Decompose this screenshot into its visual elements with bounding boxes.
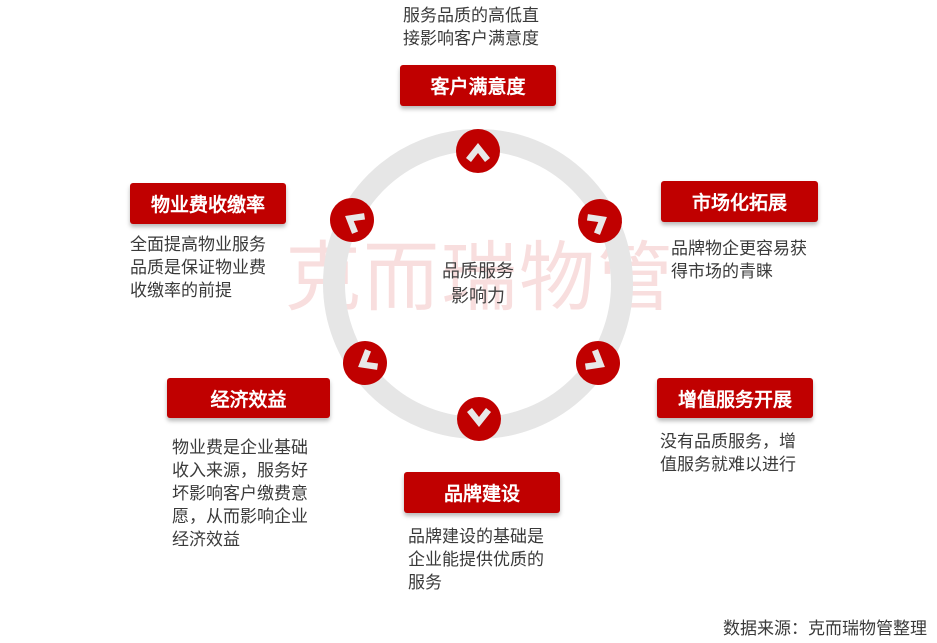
chevron-upper-left-icon — [330, 198, 374, 242]
desc-market-expansion: 品牌物企更容易获 得市场的青睐 — [671, 238, 831, 284]
chevron-lower-right-icon — [576, 341, 620, 385]
center-title: 品质服务 影响力 — [418, 259, 538, 309]
desc-line: 全面提高物业服务 — [130, 235, 266, 255]
label-economic-benefit: 经济效益 — [167, 378, 330, 418]
desc-line: 品质是保证物业费 — [130, 258, 266, 278]
desc-line: 得市场的青睐 — [671, 262, 773, 282]
desc-line: 没有品质服务，增 — [660, 432, 796, 452]
chevron-upper-right-icon — [578, 199, 622, 243]
desc-line: 值服务就难以进行 — [660, 455, 796, 475]
desc-line: 收入来源，服务好 — [172, 461, 308, 481]
data-source-note: 数据来源：克而瑞物管整理 — [723, 619, 927, 639]
label-value-added-services: 增值服务开展 — [657, 378, 813, 418]
label-brand-building: 品牌建设 — [404, 472, 560, 513]
center-title-line1: 品质服务 — [442, 261, 514, 282]
label-customer-satisfaction: 客户满意度 — [400, 65, 556, 106]
desc-line: 愿，从而影响企业 — [172, 507, 308, 527]
desc-value-added-services: 没有品质服务，增 值服务就难以进行 — [660, 431, 820, 477]
desc-economic-benefit: 物业费是企业基础 收入来源，服务好 坏影响客户缴费意 愿，从而影响企业 经济效益 — [172, 437, 332, 552]
label-fee-collection-rate: 物业费收缴率 — [130, 183, 286, 224]
desc-line: 物业费是企业基础 — [172, 438, 308, 458]
desc-fee-collection-rate: 全面提高物业服务 品质是保证物业费 收缴率的前提 — [130, 234, 290, 303]
desc-customer-satisfaction: 服务品质的高低直 接影响客户满意度 — [403, 5, 563, 51]
desc-line: 坏影响客户缴费意 — [172, 484, 308, 504]
desc-line: 接影响客户满意度 — [403, 29, 539, 49]
desc-line: 品牌建设的基础是 — [408, 527, 544, 547]
center-title-line2: 影响力 — [451, 286, 505, 307]
desc-line: 品牌物企更容易获 — [671, 239, 807, 259]
desc-line: 服务 — [408, 573, 442, 593]
desc-brand-building: 品牌建设的基础是 企业能提供优质的 服务 — [408, 526, 568, 595]
desc-line: 经济效益 — [172, 530, 240, 550]
desc-line: 服务品质的高低直 — [403, 6, 539, 26]
desc-line: 收缴率的前提 — [130, 281, 232, 301]
chevron-lower-left-icon — [343, 341, 387, 385]
chevron-down-icon — [457, 397, 501, 441]
label-market-expansion: 市场化拓展 — [661, 181, 818, 222]
desc-line: 企业能提供优质的 — [408, 550, 544, 570]
chevron-up-icon — [456, 129, 500, 173]
